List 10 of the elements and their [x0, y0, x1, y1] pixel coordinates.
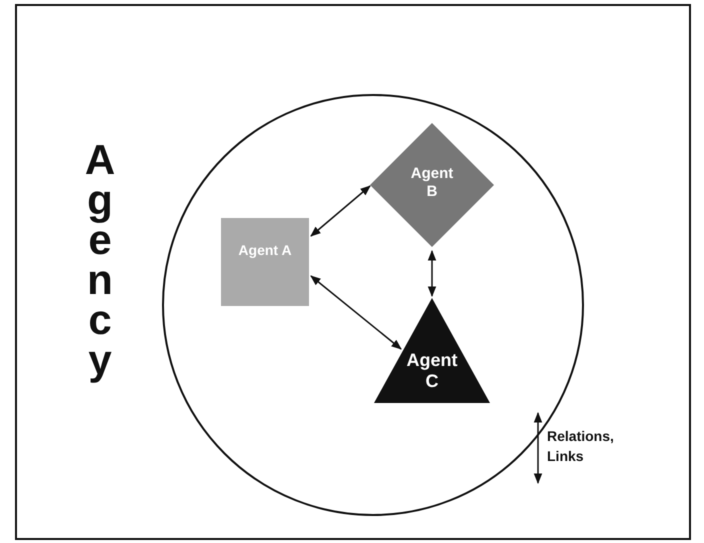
double-arrow [428, 250, 436, 298]
agent-triangle [374, 298, 490, 403]
agent-square [221, 218, 309, 306]
agent-label: Agent C [406, 350, 458, 392]
double-arrow [310, 185, 371, 237]
agent-label: Agent B [410, 165, 454, 201]
agent-label: Agent A [237, 242, 293, 259]
agent-diamond [370, 123, 494, 247]
double-arrow [310, 275, 402, 350]
legend-text: Relations, Links [547, 427, 615, 466]
